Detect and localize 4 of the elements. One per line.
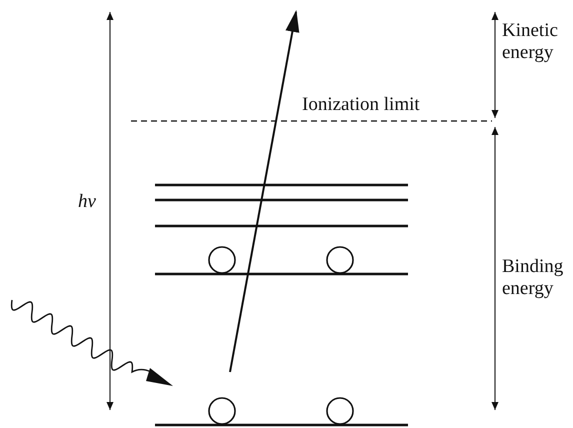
kinetic-energy-label: Kinetic energy bbox=[502, 20, 559, 64]
photon-energy-label: hν bbox=[78, 191, 96, 213]
binding-energy-label: Binding energy bbox=[502, 256, 564, 300]
ionization-limit-label: Ionization limit bbox=[302, 94, 420, 116]
